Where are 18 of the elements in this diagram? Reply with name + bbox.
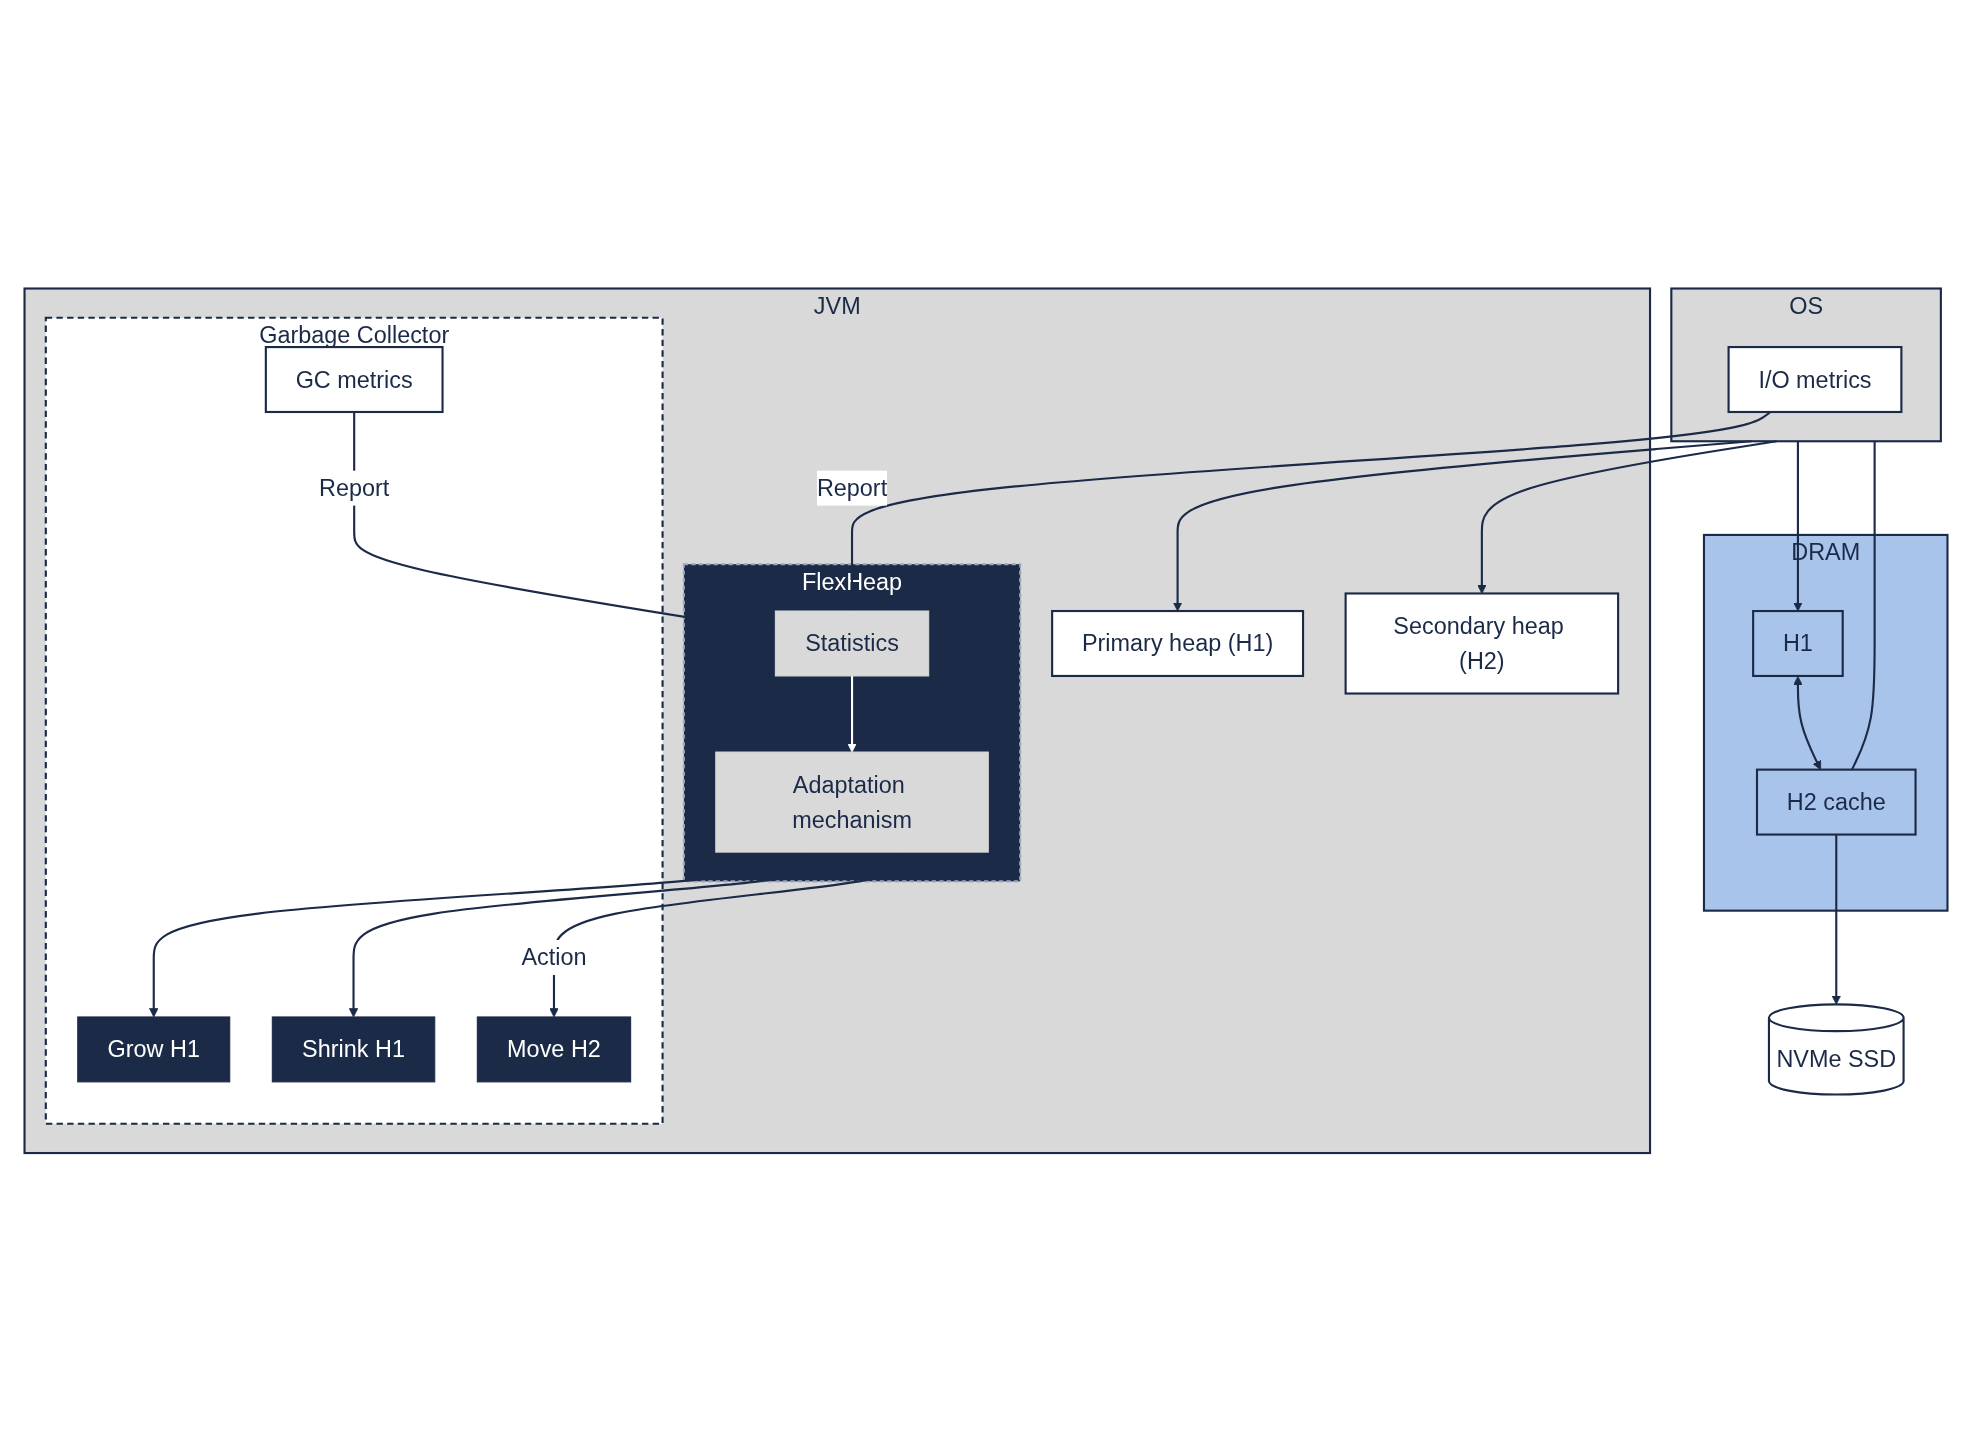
arrow	[1792, 441, 1803, 612]
edge-label: Action	[520, 944, 587, 972]
node-box: H2 cache	[1755, 768, 1917, 836]
node-box: Grow H1	[76, 1016, 230, 1083]
node-box: Statistics	[774, 610, 929, 677]
node-box: GC metrics	[264, 346, 444, 414]
node-box: Adaptation mechanism	[714, 751, 989, 853]
node-box: Primary heap (H1)	[1050, 610, 1304, 678]
node-box: H1	[1751, 610, 1844, 678]
node-box: Secondary heap (H2)	[1344, 592, 1619, 695]
arrow	[1831, 834, 1841, 1005]
node-box: Shrink H1	[271, 1016, 435, 1083]
edge-label: Report	[816, 475, 887, 502]
node-box: Move H2	[476, 1016, 631, 1083]
edge-label: Report	[318, 475, 389, 502]
arrow	[1172, 440, 1752, 612]
arrow	[846, 676, 857, 753]
node-box: I/O metrics	[1727, 346, 1902, 414]
